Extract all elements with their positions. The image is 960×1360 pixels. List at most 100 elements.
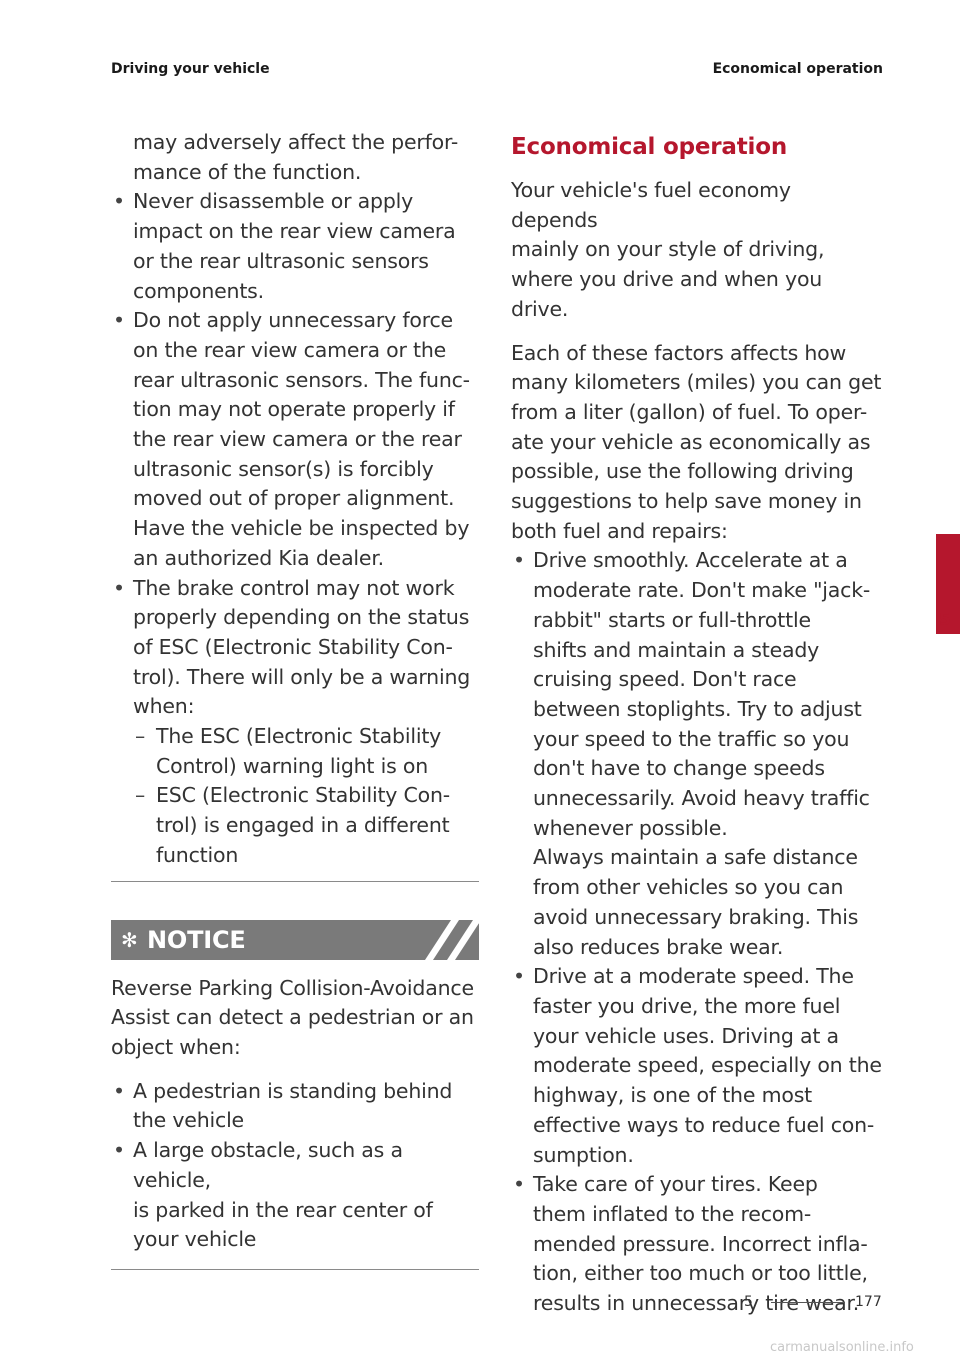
text-line: Drive at a moderate speed. The [533, 964, 854, 989]
text-line: The ESC (Electronic Stability [156, 724, 442, 749]
text-line: Assist can detect a pedestrian or an [111, 1005, 474, 1030]
running-header-right: Economical operation [712, 61, 883, 77]
text-line: ate your vehicle as economically as [511, 429, 871, 454]
running-header-left: Driving your vehicle [111, 61, 270, 77]
dash-item: ESC (Electronic Stability Con- trol) is … [111, 781, 483, 870]
text-line: highway, is one of the most [533, 1083, 813, 1108]
text-line: Always maintain a safe distance [533, 845, 858, 870]
paragraph: Your vehicle's fuel economy depends main… [511, 176, 883, 325]
text-line: components. [133, 278, 264, 303]
text-line: Each of these factors affects how [511, 340, 847, 365]
text-line: rear ultrasonic sensors. The func- [133, 367, 470, 392]
text-line: also reduces brake wear. [533, 934, 784, 959]
divider [111, 1268, 479, 1270]
text-line: from other vehicles so you can [533, 875, 844, 900]
text-line: trol) is engaged in a different [156, 813, 450, 838]
text-line: where you drive and when you drive. [511, 267, 823, 321]
text-line: sumption. [533, 1142, 634, 1167]
text-line: them inflated to the recom- [533, 1201, 812, 1226]
text-line: is parked in the rear center of [133, 1197, 433, 1222]
footer-chapter: 5 [744, 1294, 753, 1310]
bullet-item: Drive smoothly. Accelerate at a moderate… [511, 546, 883, 962]
text-line: Control) warning light is on [156, 753, 429, 778]
text-line: faster you drive, the more fuel [533, 993, 841, 1018]
text-line: object when: [111, 1034, 241, 1059]
text-line: A large obstacle, such as a vehicle, [133, 1138, 403, 1192]
bullet-item: A pedestrian is standing behind the vehi… [111, 1077, 483, 1136]
text-line: function [156, 842, 239, 867]
text-line: may adversely affect the perfor- [133, 130, 459, 154]
text-line: mainly on your style of driving, [511, 237, 825, 262]
text-line: cruising speed. Don't race [533, 667, 797, 692]
text-line: unnecessarily. Avoid heavy traffic [533, 786, 870, 811]
chapter-tab-number: 5 [939, 610, 951, 630]
text-line: tion, either too much or too little, [533, 1261, 868, 1286]
text-line: Reverse Parking Collision-Avoidance [111, 975, 474, 1000]
chapter-tab [936, 534, 960, 634]
text-line: shifts and maintain a steady [533, 637, 820, 662]
text-line: the vehicle [133, 1108, 244, 1133]
text-line: between stoplights. Try to adjust [533, 696, 862, 721]
right-column: Economical operation Your vehicle's fuel… [511, 130, 883, 1319]
bullet-item: Do not apply unnecessary force on the re… [111, 306, 483, 573]
text-line: the rear view camera or the rear [133, 427, 462, 452]
bullet-item: The brake control may not work properly … [111, 574, 483, 723]
text-line: both fuel and repairs: [511, 518, 728, 543]
text-line: mended pressure. Incorrect infla- [533, 1231, 868, 1256]
text-line: or the rear ultrasonic sensors [133, 248, 429, 273]
text-line: properly depending on the status [133, 605, 470, 630]
text-line: from a liter (gallon) of fuel. To oper- [511, 399, 868, 424]
text-line: moderate rate. Don't make "jack- [533, 578, 871, 603]
text-line: suggestions to help save money in [511, 489, 862, 514]
bullet-item: A large obstacle, such as a vehicle, is … [111, 1136, 483, 1255]
text-line: Take care of your tires. Keep [533, 1172, 818, 1197]
text-line: your speed to the traffic so you [533, 726, 850, 751]
text-line: Drive smoothly. Accelerate at a [533, 548, 848, 573]
continued-text: may adversely affect the perfor- mance o… [111, 128, 483, 187]
text-line: Do not apply unnecessary force [133, 308, 453, 333]
text-line: moved out of proper alignment. [133, 486, 455, 511]
text-line: ultrasonic sensor(s) is forcibly [133, 456, 434, 481]
notice-intro: Reverse Parking Collision-Avoidance Assi… [111, 974, 483, 1063]
footer-rule [771, 1302, 845, 1303]
text-line: effective ways to reduce fuel con- [533, 1112, 875, 1137]
page-number: 177 [855, 1294, 882, 1310]
text-line: an authorized Kia dealer. [133, 545, 384, 570]
text-line: Never disassemble or apply [133, 189, 414, 214]
bullet-item: Never disassemble or apply impact on the… [111, 187, 483, 306]
notice-title: NOTICE [147, 925, 246, 954]
text-line: rabbit" starts or full-throttle [533, 607, 811, 632]
text-line: trol). There will only be a warning [133, 664, 471, 689]
text-line: impact on the rear view camera [133, 219, 456, 244]
bullet-item: Drive at a moderate speed. The faster yo… [511, 962, 883, 1170]
text-line: possible, use the following driving [511, 459, 854, 484]
text-line: results in unnecessary tire wear. [533, 1291, 860, 1316]
asterisk-icon: ✻ [121, 927, 138, 952]
text-line: on the rear view camera or the [133, 337, 447, 362]
text-line: avoid unnecessary braking. This [533, 904, 859, 929]
text-line: tion may not operate properly if [133, 397, 455, 422]
text-line: Have the vehicle be inspected by [133, 516, 470, 541]
text-line: don't have to change speeds [533, 756, 825, 781]
text-line: The brake control may not work [133, 575, 455, 600]
slash-stripes-icon [419, 919, 479, 960]
text-line: when: [133, 694, 195, 719]
text-line: Your vehicle's fuel economy depends [511, 178, 791, 232]
text-line: moderate speed, especially on the [533, 1053, 882, 1078]
text-line: whenever possible. [533, 815, 728, 840]
paragraph: Each of these factors affects how many k… [511, 339, 883, 547]
text-line: A pedestrian is standing behind [133, 1078, 453, 1103]
text-line: your vehicle uses. Driving at a [533, 1023, 839, 1048]
text-line: ESC (Electronic Stability Con- [156, 783, 451, 808]
watermark: carmanualsonline.info [770, 1340, 914, 1355]
text-line: mance of the function. [133, 159, 362, 184]
dash-item: The ESC (Electronic Stability Control) w… [111, 722, 483, 781]
divider [111, 880, 479, 882]
text-line: your vehicle [133, 1227, 257, 1252]
bullet-item: Take care of your tires. Keep them infla… [511, 1170, 883, 1319]
left-column: may adversely affect the perfor- mance o… [111, 128, 483, 1270]
section-title: Economical operation [511, 134, 787, 160]
text-line: many kilometers (miles) you can get [511, 370, 882, 395]
notice-banner: ✻ NOTICE [111, 919, 479, 960]
text-line: of ESC (Electronic Stability Con- [133, 634, 453, 659]
